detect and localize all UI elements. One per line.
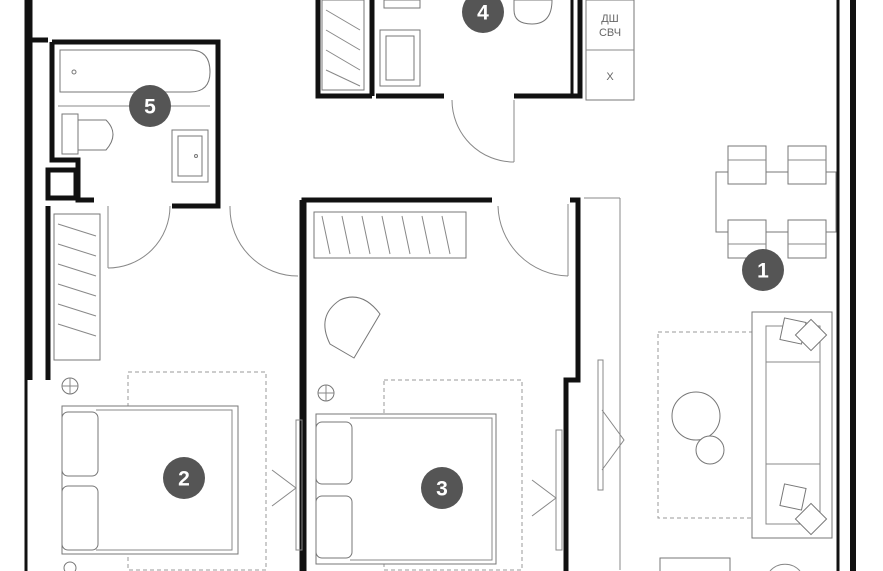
wardrobe	[313, 211, 467, 259]
pillow	[61, 485, 99, 551]
kitchen-fixtures: ДШ СВЧ Х	[321, 0, 635, 101]
room-number: 3	[436, 478, 448, 501]
room-number: 4	[477, 2, 489, 25]
microwave-label: СВЧ	[599, 27, 621, 39]
dishwasher-label: ДШ	[601, 13, 619, 25]
room-badge-1: 1	[742, 249, 784, 291]
room-badge-2: 2	[163, 457, 205, 499]
shaft	[45, 167, 79, 201]
kitchen-toilet	[513, 0, 553, 25]
pillow	[61, 411, 99, 477]
dining-chair	[727, 145, 767, 185]
room-badge-4: 4	[462, 0, 504, 33]
toilet-bowl	[77, 119, 114, 151]
bathroom-fixtures	[58, 49, 211, 183]
wardrobe	[53, 213, 101, 361]
fridge-label: Х	[606, 71, 614, 83]
pillow	[315, 495, 353, 559]
toilet-tank	[61, 113, 79, 155]
pillow	[315, 421, 353, 485]
side-table	[695, 435, 725, 465]
walls	[24, 0, 856, 571]
living-room-furniture	[657, 145, 837, 571]
doors	[107, 99, 625, 570]
bedroom-3-furniture	[313, 211, 523, 571]
dining-chair	[787, 145, 827, 185]
bedroom-2-furniture	[53, 213, 267, 571]
room-badge-3: 3	[421, 467, 463, 509]
wardrobe-hall	[321, 0, 365, 91]
bathtub	[59, 49, 211, 93]
dining-chair	[787, 219, 827, 259]
armchair	[324, 296, 381, 359]
room-number: 2	[178, 468, 190, 491]
room-badge-5: 5	[129, 85, 171, 127]
room-number: 1	[757, 260, 769, 283]
room-number: 5	[144, 96, 156, 119]
coffee-table	[671, 391, 721, 441]
